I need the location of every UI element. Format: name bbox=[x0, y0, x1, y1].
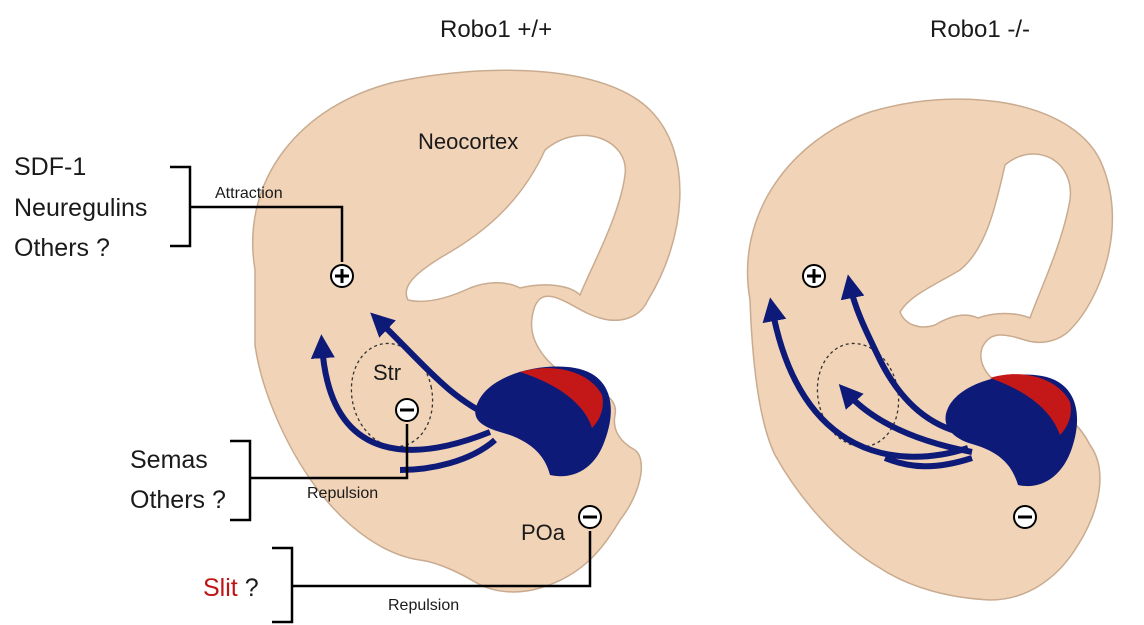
semas-bracket bbox=[230, 441, 250, 520]
attractant-others: Others ? bbox=[14, 236, 110, 261]
poa-label: POa bbox=[521, 522, 565, 544]
repellent-semas: Semas bbox=[130, 448, 208, 473]
neocortex-label: Neocortex bbox=[418, 131, 518, 153]
attractant-neuregulins: Neuregulins bbox=[14, 196, 147, 221]
left-attraction-plus-icon bbox=[331, 265, 353, 287]
repellent-others: Others ? bbox=[130, 488, 226, 513]
right-attraction-plus-icon bbox=[803, 265, 825, 287]
slit-question: ? bbox=[245, 574, 259, 602]
right-panel-title: Robo1 -/- bbox=[930, 18, 1030, 42]
slit-bracket bbox=[272, 548, 292, 622]
attraction-bracket bbox=[170, 167, 190, 246]
slit-label: Slit bbox=[203, 574, 238, 602]
attractant-sdf1: SDF-1 bbox=[14, 155, 86, 180]
striatum-label: Str bbox=[373, 362, 401, 384]
left-striatum-minus-icon bbox=[396, 399, 418, 421]
left-poa-minus-icon bbox=[579, 506, 601, 528]
left-panel-title: Robo1 +/+ bbox=[440, 18, 552, 42]
poa-repulsion-label: Repulsion bbox=[388, 598, 459, 614]
attraction-label: Attraction bbox=[215, 186, 283, 202]
right-hemisphere bbox=[748, 99, 1113, 600]
striatal-repulsion-label: Repulsion bbox=[307, 486, 378, 502]
right-poa-minus-icon bbox=[1014, 506, 1036, 528]
